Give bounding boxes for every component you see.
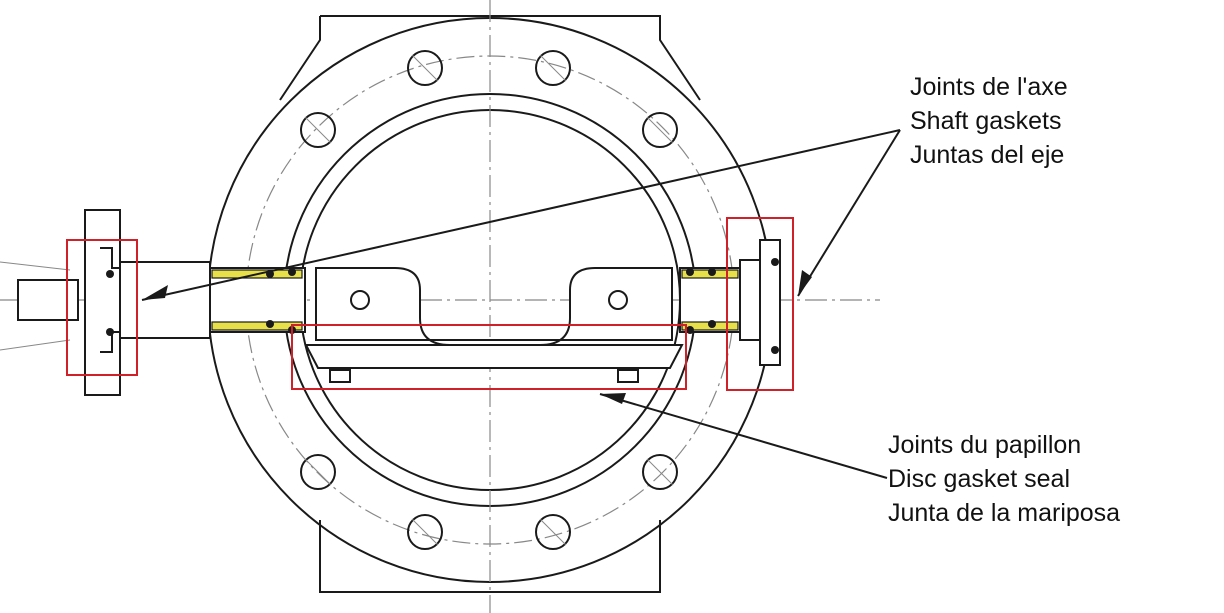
label-disc-en: Disc gasket seal — [888, 465, 1071, 493]
bolt-hole — [407, 514, 443, 550]
bolt-head — [771, 346, 779, 354]
disc-pin — [608, 290, 628, 310]
highlight-shaft-right — [726, 217, 794, 391]
label-disc-fr: Joints du papillon — [888, 431, 1082, 459]
o-ring — [686, 326, 694, 334]
left-flange-plate — [84, 209, 121, 396]
bolt-hole — [642, 454, 678, 490]
label-shaft-fr: Joints de l'axe — [910, 73, 1068, 101]
disc-screw — [329, 369, 351, 383]
leader-line-shaft-left — [141, 129, 901, 301]
bolt-hole — [535, 50, 571, 86]
right-flange-plate — [759, 239, 781, 366]
label-shaft-es: Juntas del eje — [910, 141, 1065, 169]
o-ring — [708, 268, 716, 276]
shaft-left — [119, 261, 211, 339]
bolt-head — [771, 258, 779, 266]
o-ring — [708, 320, 716, 328]
o-ring — [106, 270, 114, 278]
o-ring — [266, 320, 274, 328]
arrowhead — [600, 393, 626, 404]
right-cover — [739, 259, 761, 341]
bolt-hole — [407, 50, 443, 86]
leader-line-disc — [599, 393, 888, 479]
disc-gasket-labels: Joints du papillon Disc gasket seal Junt… — [888, 428, 1120, 530]
disc-seal-plate — [304, 344, 684, 369]
o-ring — [106, 328, 114, 336]
bolt-hole — [300, 112, 336, 148]
o-ring — [686, 268, 694, 276]
arrowhead — [142, 285, 168, 300]
leader-line-shaft-right — [797, 129, 901, 297]
bolt-hole — [300, 454, 336, 490]
shaft-housing-left — [209, 267, 306, 333]
shaft-gasket-labels: Joints de l'axe Shaft gaskets Juntas del… — [910, 70, 1068, 172]
highlight-disc — [291, 324, 687, 390]
bolt-hole — [535, 514, 571, 550]
disc-pin — [350, 290, 370, 310]
arrowhead — [798, 270, 812, 296]
disc-screw — [617, 369, 639, 383]
highlight-shaft-left — [66, 239, 138, 376]
bolt-hole — [642, 112, 678, 148]
shaft-end — [17, 279, 79, 321]
label-shaft-en: Shaft gaskets — [910, 107, 1062, 135]
label-disc-es: Junta de la mariposa — [888, 499, 1121, 527]
o-ring — [288, 268, 296, 276]
